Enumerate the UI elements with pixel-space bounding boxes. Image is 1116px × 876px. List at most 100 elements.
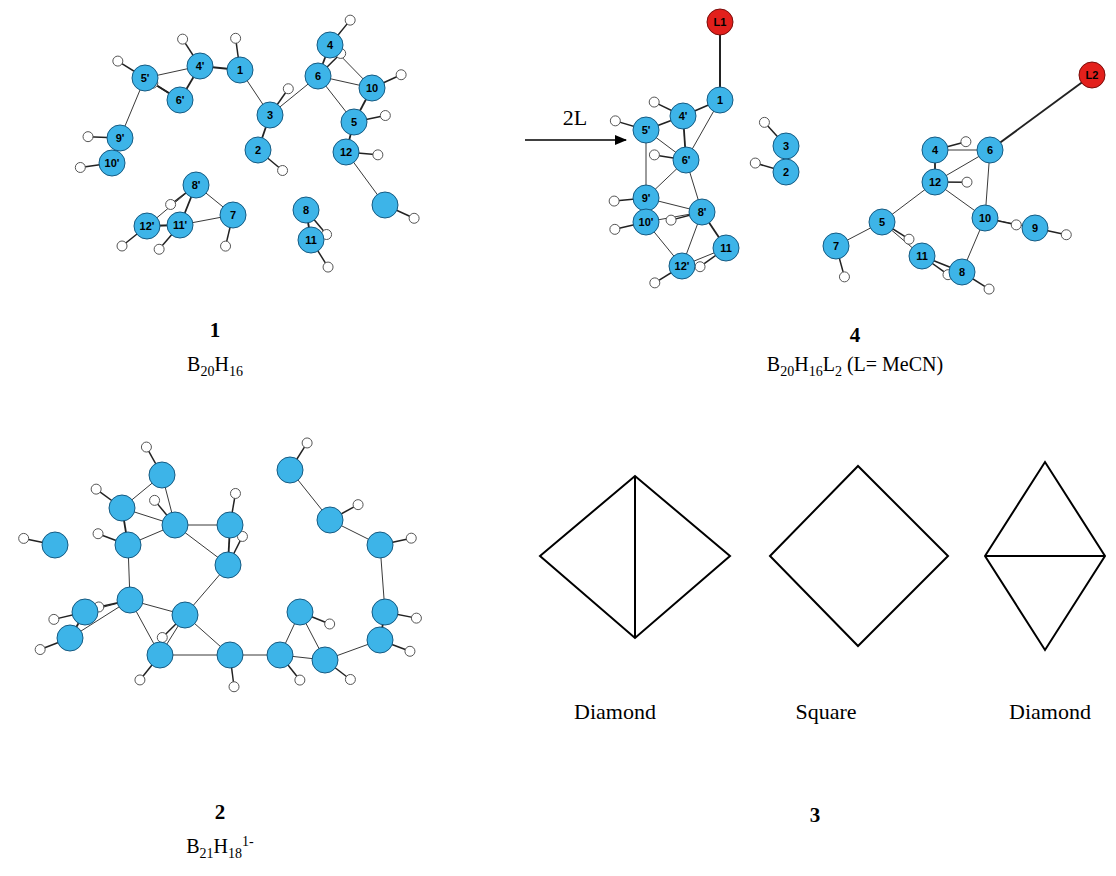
hydrogen-atom — [396, 70, 406, 80]
hydrogen-atom — [610, 116, 620, 126]
hydrogen-atom — [75, 162, 85, 172]
boron-atom — [823, 233, 849, 259]
hydrogen-atom — [278, 166, 288, 176]
atom-number: 8' — [698, 206, 707, 218]
boron-atoms — [42, 9, 1105, 673]
boron-atom — [277, 457, 303, 483]
hydrogen-atom — [157, 633, 167, 643]
atom-number: 5 — [879, 216, 885, 228]
boron-atom — [57, 625, 83, 651]
boron-atom — [359, 75, 385, 101]
atom-number: 12 — [340, 146, 352, 158]
hydrogen-atom — [221, 241, 231, 251]
boron-atom — [977, 137, 1003, 163]
atom-number: 10' — [639, 216, 654, 228]
atom-number: 11 — [305, 234, 317, 246]
atom-number: 8 — [303, 204, 309, 216]
boron-atom — [220, 202, 246, 228]
boron-atom — [115, 532, 141, 558]
boron-atom — [972, 205, 998, 231]
compound-number: 3 — [810, 803, 821, 828]
reaction-arrow — [525, 139, 626, 141]
boron-atom — [909, 243, 935, 269]
atom-number: 1 — [237, 64, 243, 76]
hydrogen-atom — [1061, 230, 1071, 240]
boron-atom — [183, 172, 209, 198]
hydrogen-atom — [650, 278, 660, 288]
hydrogen-atom — [649, 150, 659, 160]
atom-number: 9 — [1032, 222, 1038, 234]
hydrogen-atom — [323, 262, 333, 272]
atom-number: 10 — [366, 82, 378, 94]
hydrogen-atom — [283, 84, 293, 94]
boron-atom — [298, 227, 324, 253]
atom-number: 7 — [833, 240, 839, 252]
hydrogen-atom — [353, 500, 363, 510]
boron-atom — [922, 137, 948, 163]
hydrogen-atom — [411, 613, 421, 623]
atom-number: 1 — [717, 94, 723, 106]
hydrogen-atom — [345, 15, 355, 25]
boron-atom — [689, 199, 715, 225]
hydrogen-atom — [49, 614, 59, 624]
hydrogen-atom — [649, 97, 659, 107]
boron-atom — [949, 259, 975, 285]
boron-atom — [922, 169, 948, 195]
boron-atom — [257, 102, 283, 128]
hydrogen-atom — [83, 132, 93, 142]
boron-atom — [107, 125, 133, 151]
boron-atom — [117, 587, 143, 613]
diamond-diagonal — [985, 555, 1105, 557]
diamond-shape — [540, 476, 730, 638]
hydrogen-atom — [19, 533, 29, 543]
boron-atom — [367, 532, 393, 558]
shape-label: 2L — [563, 105, 587, 131]
boron-atom — [670, 103, 696, 129]
hydrogen-atom — [962, 177, 972, 187]
boron-atom — [333, 139, 359, 165]
hydrogen-atom — [229, 682, 239, 692]
hydrogen-atom — [302, 438, 312, 448]
hydrogen-atom — [609, 196, 619, 206]
atom-number: 2 — [783, 166, 789, 178]
atom-number: 4' — [196, 60, 205, 72]
boron-atom — [109, 495, 135, 521]
hydrogen-atom — [759, 117, 769, 127]
hydrogen-atom — [1011, 220, 1021, 230]
ligand-label: L1 — [714, 16, 727, 28]
hydrogen-atom — [295, 675, 305, 685]
atom-number: 10' — [105, 157, 120, 169]
atom-number: 4' — [679, 110, 688, 122]
atom-number: 11 — [916, 250, 928, 262]
boron-atom — [1022, 215, 1048, 241]
boron-atom — [669, 253, 695, 279]
atom-number: 4 — [327, 39, 333, 51]
formula-label: B20H16L2 (L= MeCN) — [767, 353, 943, 380]
atom-number: 12' — [140, 220, 155, 232]
atom-number: 8' — [192, 179, 201, 191]
boron-atom — [293, 197, 319, 223]
boron-atom — [713, 235, 739, 261]
hydrogen-atom — [406, 533, 416, 543]
atom-number: 5' — [642, 124, 651, 136]
hydrogen-atom — [961, 137, 971, 147]
atom-number: 9' — [642, 192, 651, 204]
diamond-shape — [985, 462, 1105, 650]
hydrogen-atom — [166, 199, 176, 209]
boron-atom — [42, 532, 68, 558]
hydrogen-atom — [325, 619, 335, 629]
boron-atom — [132, 65, 158, 91]
boron-atom — [162, 512, 188, 538]
boron-atom — [312, 647, 338, 673]
boron-atom — [172, 602, 198, 628]
boron-atom — [187, 53, 213, 79]
boron-atom — [167, 87, 193, 113]
atom-number: 6' — [682, 154, 691, 166]
boron-atom — [267, 642, 293, 668]
atom-number: 6 — [315, 70, 321, 82]
ligand-bond — [990, 75, 1092, 150]
polyhedra-faces — [540, 462, 1105, 650]
boron-atom — [72, 599, 98, 625]
boron-atom — [287, 599, 313, 625]
